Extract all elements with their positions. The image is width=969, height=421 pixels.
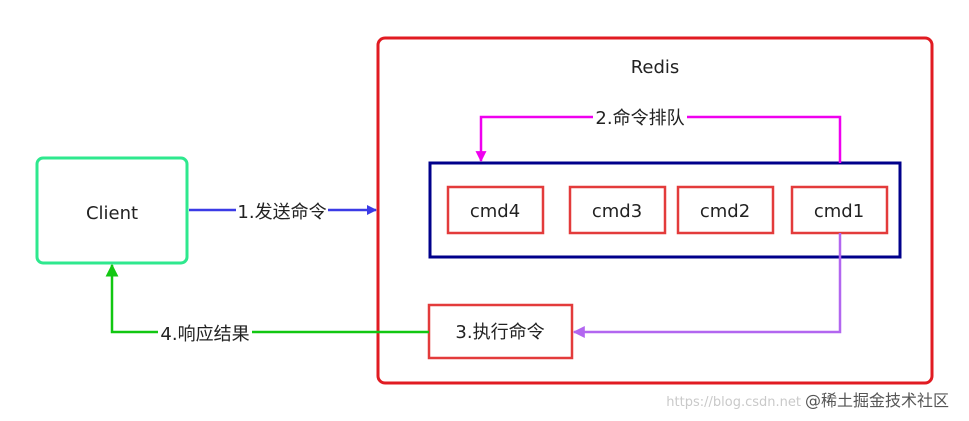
watermark: https://blog.csdn.net@稀土掘金技术社区 bbox=[664, 387, 951, 411]
execute-command-box bbox=[427, 303, 574, 360]
execute-command-label: 3.执行命令 bbox=[455, 322, 544, 343]
client-label: Client bbox=[86, 203, 138, 224]
send-command-label-bg bbox=[236, 199, 328, 223]
cmd3-label: cmd3 bbox=[592, 201, 642, 222]
execute-command-arrow bbox=[572, 233, 842, 338]
cmd3-box bbox=[568, 185, 667, 235]
cmd1-box bbox=[790, 185, 889, 235]
queue-command-label-bg bbox=[593, 105, 687, 129]
queue-command-label: 2.命令排队 bbox=[595, 108, 684, 129]
redis-title: Redis bbox=[631, 57, 680, 78]
cmd1-label: cmd1 bbox=[814, 201, 864, 222]
send-command-label: 1.发送命令 bbox=[237, 202, 326, 223]
cmd2-label: cmd2 bbox=[700, 201, 750, 222]
respond-result-arrow bbox=[105, 263, 429, 334]
respond-result-label-bg bbox=[158, 321, 252, 345]
watermark-url: https://blog.csdn.net bbox=[666, 395, 801, 410]
respond-result-label: 4.响应结果 bbox=[160, 324, 249, 345]
watermark-brand: @稀土掘金技术社区 bbox=[804, 391, 949, 410]
client-node bbox=[35, 156, 189, 265]
cmd4-label: cmd4 bbox=[470, 201, 520, 222]
cmd4-box bbox=[446, 185, 545, 235]
cmd2-box bbox=[676, 185, 775, 235]
